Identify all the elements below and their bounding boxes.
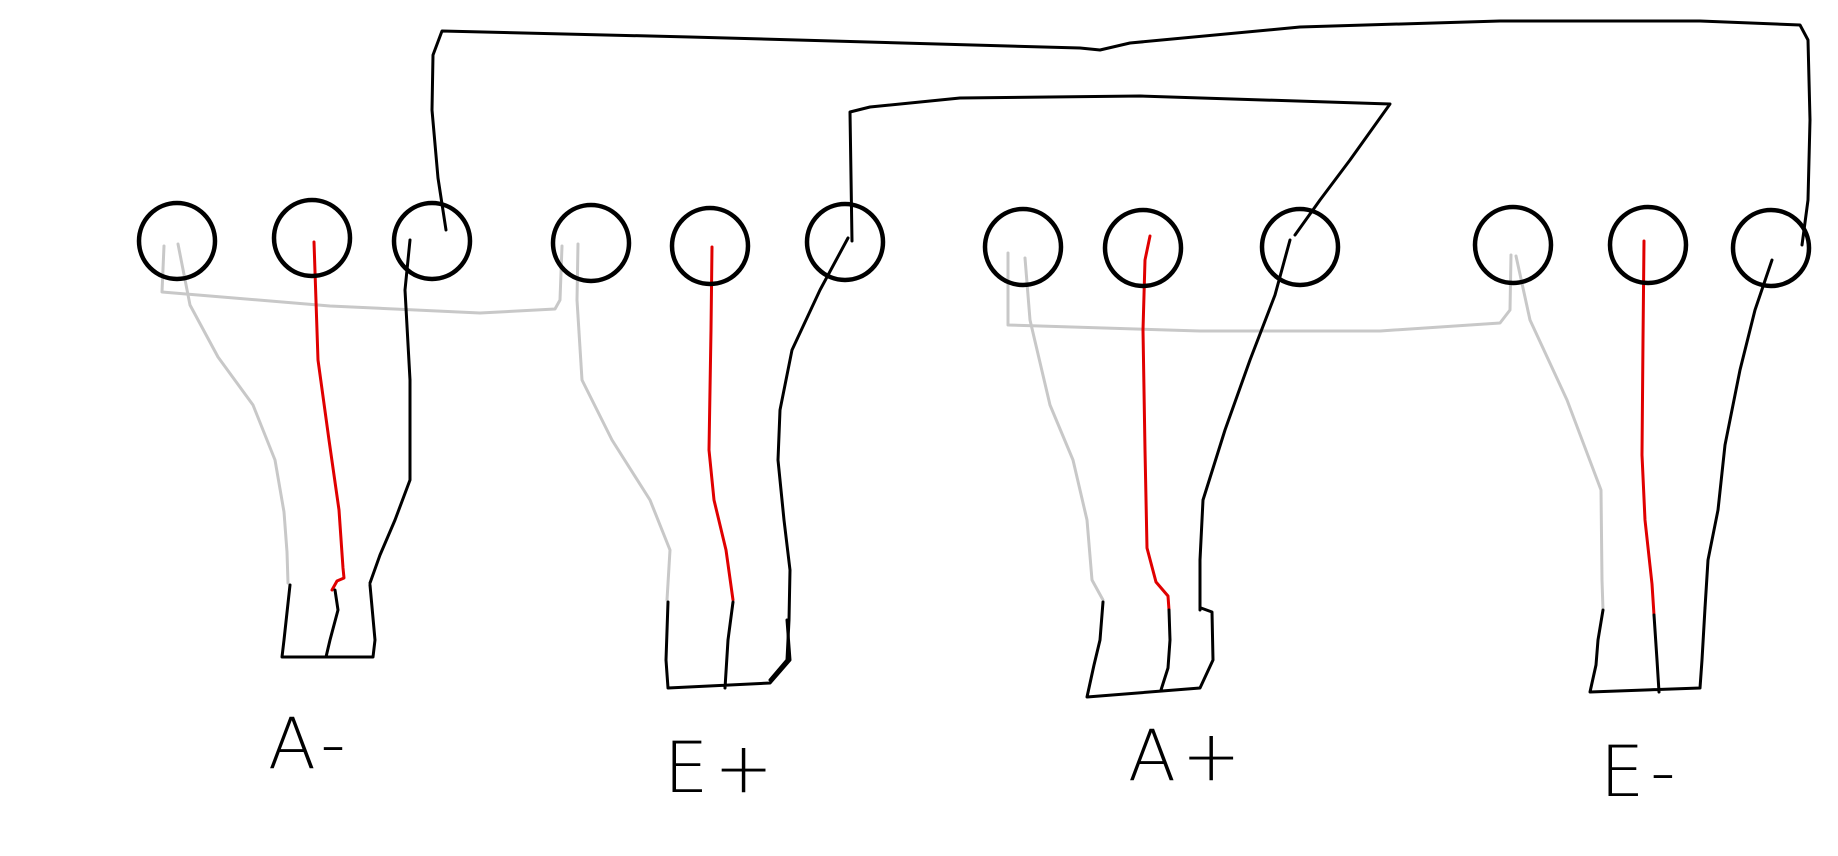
terminals [136, 197, 1812, 289]
red-lead-a-plus [1141, 234, 1171, 612]
black-lead-a-plus [1198, 238, 1292, 612]
label-e-minus: E- [1600, 731, 1682, 813]
jumper-wires [430, 19, 1812, 247]
terminal-7 [982, 206, 1064, 288]
cable-jacket-a-plus [1085, 600, 1215, 699]
terminal-3 [391, 200, 473, 282]
jumper-wire-inner [848, 94, 1392, 243]
terminal-4 [550, 202, 632, 284]
label-a-minus: A- [268, 703, 352, 785]
jumper-wire-outer [430, 19, 1812, 247]
gray-lead-a-minus [176, 242, 290, 585]
cable-jackets [280, 583, 1707, 699]
red-wires [312, 234, 1656, 617]
terminal-11 [1607, 204, 1689, 286]
gray-lead-a-plus [1023, 256, 1105, 602]
red-lead-a-minus [312, 240, 346, 592]
gray-bridge-right [1006, 251, 1513, 333]
red-lead-e-plus [707, 245, 735, 602]
terminal-1 [136, 200, 218, 282]
gray-bridge-left [160, 244, 564, 315]
gray-wires [160, 242, 1605, 612]
terminal-6 [804, 201, 886, 283]
cable-jacket-e-plus [664, 600, 792, 690]
gray-lead-e-minus [1514, 254, 1605, 612]
red-lead-e-minus [1640, 239, 1656, 617]
terminal-2 [271, 197, 353, 279]
terminal-10 [1472, 204, 1554, 286]
cable-jacket-a-minus [280, 583, 377, 659]
terminal-5 [669, 205, 751, 287]
black-lead-e-minus [1703, 258, 1774, 610]
signal-labels: A- E+ A+ E- [268, 703, 1682, 813]
label-e-plus: E+ [664, 727, 779, 809]
terminal-12 [1730, 207, 1812, 289]
gray-lead-e-plus [575, 242, 672, 602]
cable-jacket-e-minus [1588, 606, 1707, 694]
black-lead-e-plus [768, 236, 850, 682]
label-a-plus: A+ [1128, 715, 1247, 797]
terminal-9 [1259, 206, 1341, 288]
terminal-8 [1102, 207, 1184, 289]
black-lead-a-minus [368, 238, 412, 585]
